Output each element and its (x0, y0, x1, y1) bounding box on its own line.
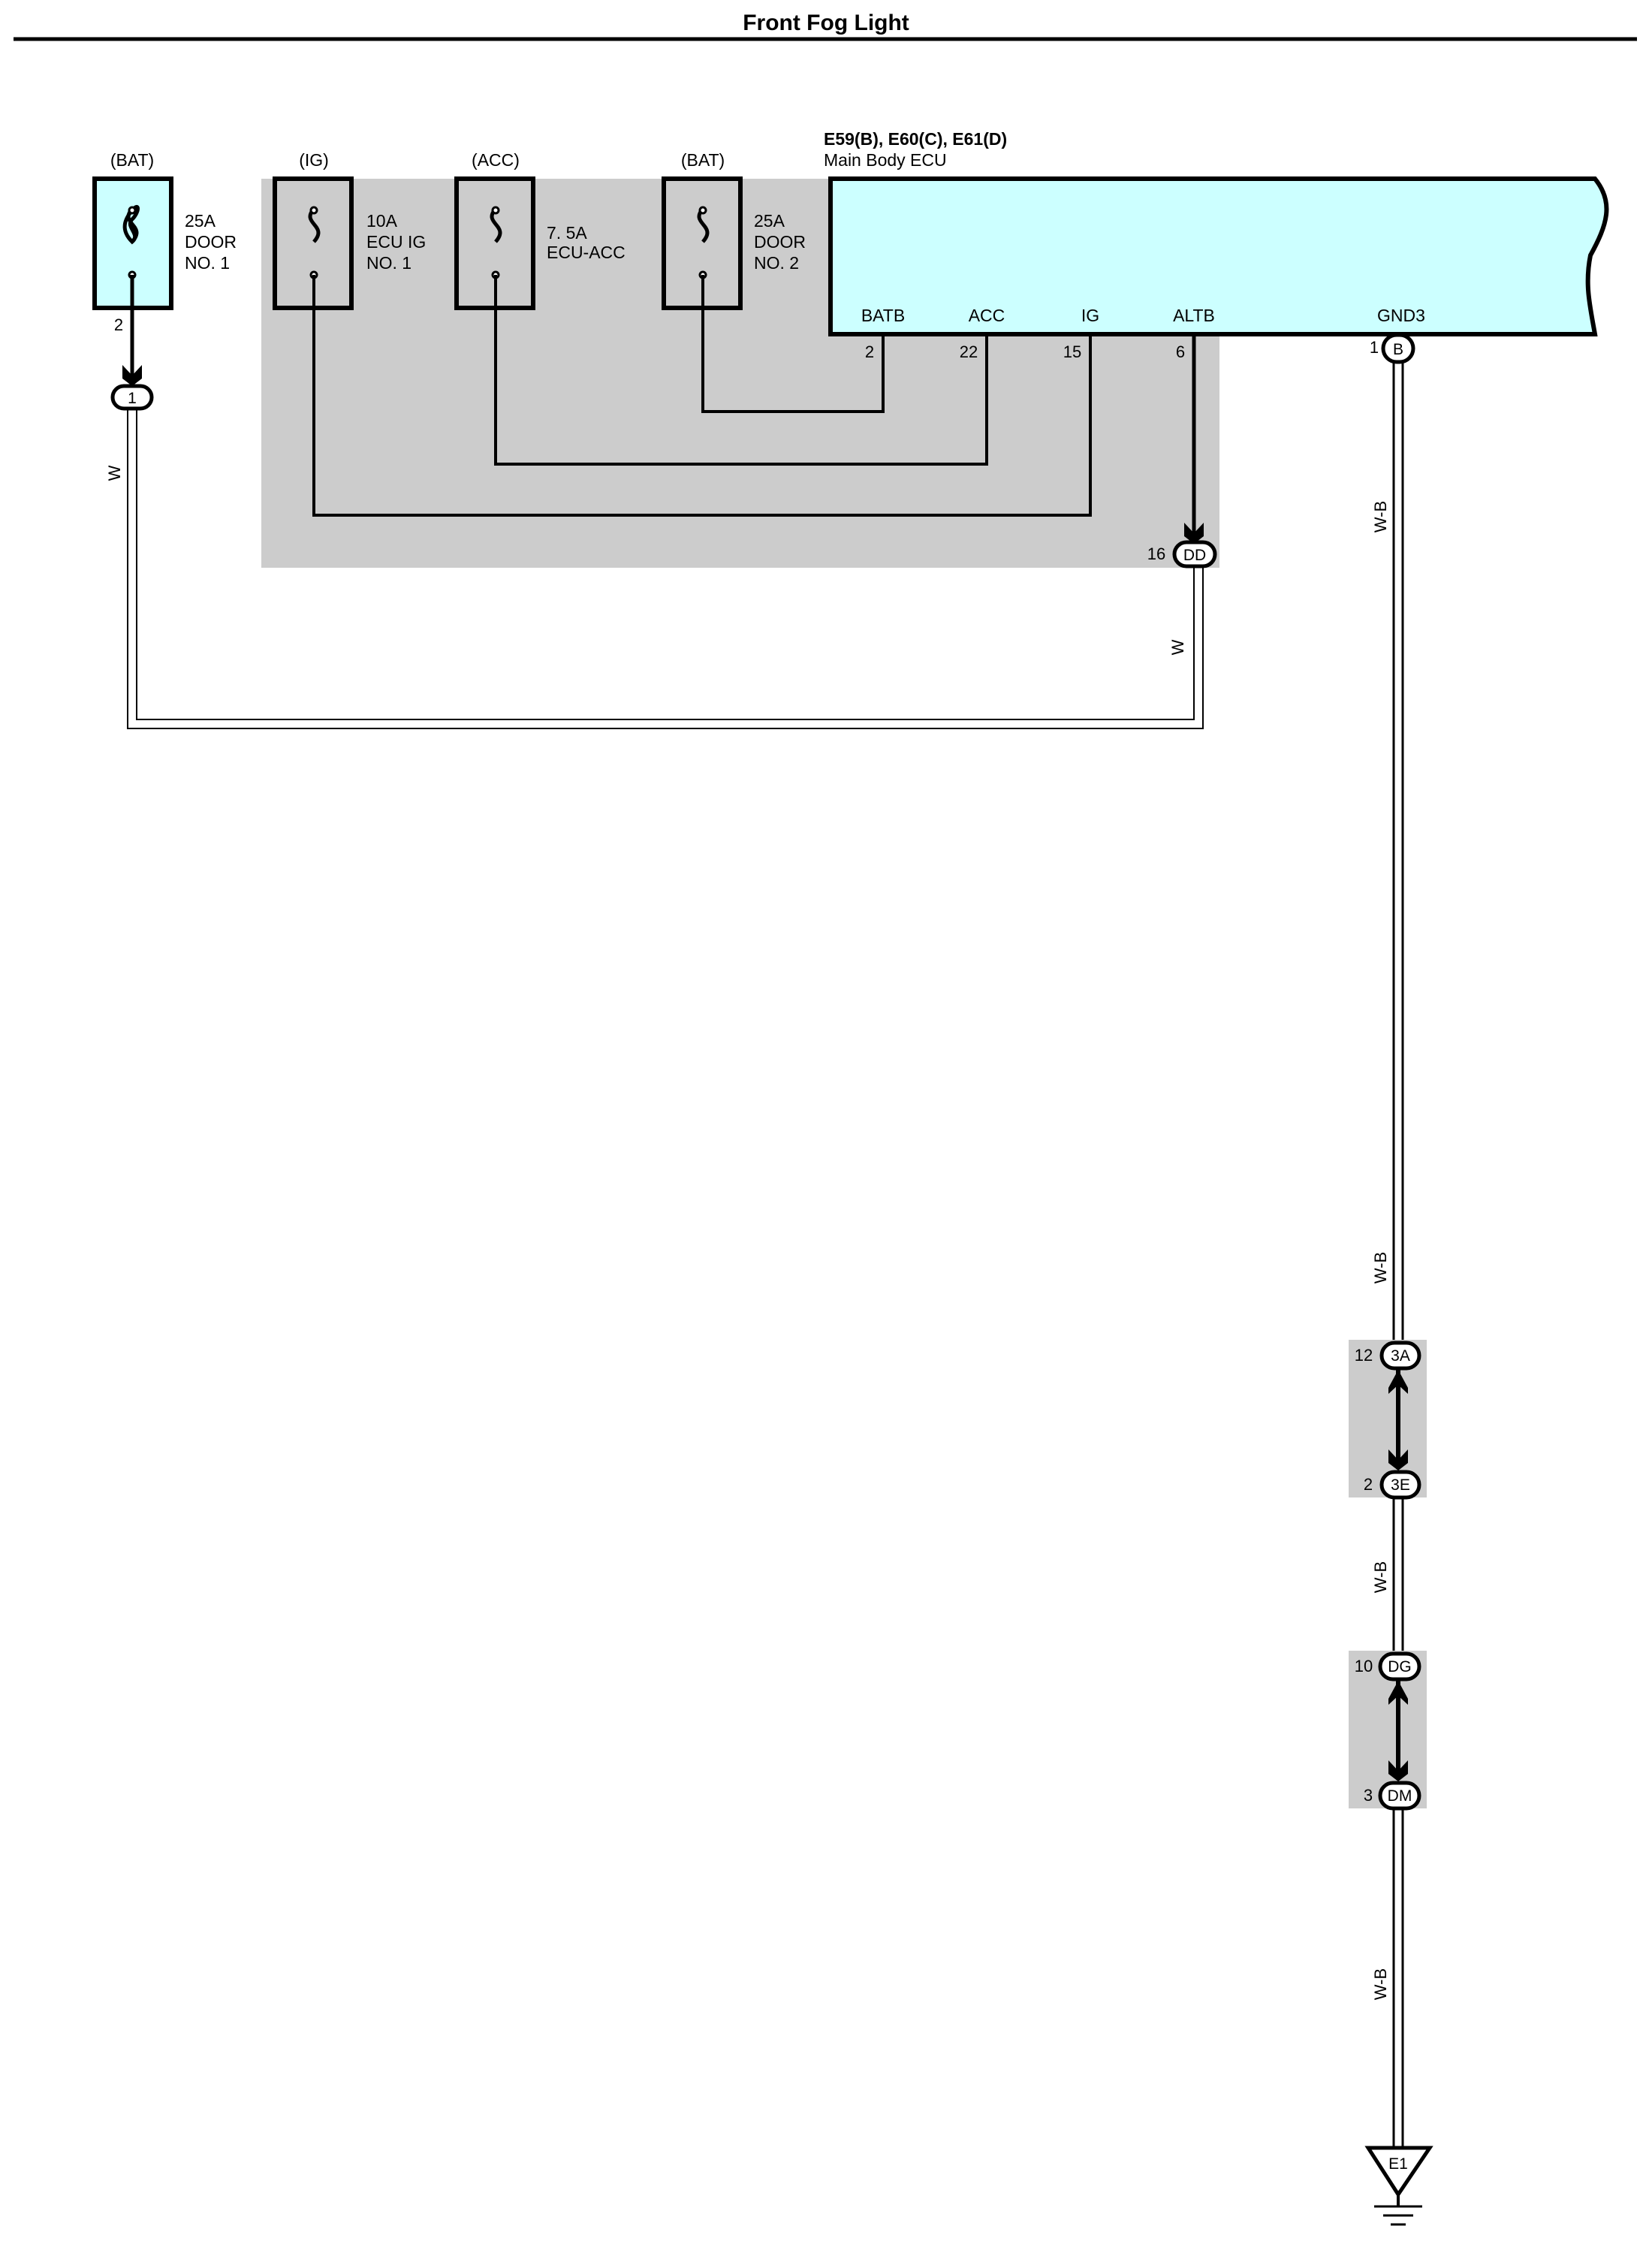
main-body-ecu-box (828, 176, 1609, 336)
arrow-icon (1388, 1449, 1408, 1470)
wire-color-label-left: W (105, 465, 124, 481)
fuse-name-line2: NO. 1 (366, 253, 411, 273)
terminal-pin-altb: 6 (1176, 342, 1185, 361)
fuse-rating: 25A (754, 211, 785, 231)
junction-pin: 2 (1364, 1475, 1373, 1494)
fuse-ecu-acc: (ACC) 7. 5A ECU-ACC (454, 150, 626, 310)
fuse-name-line2: NO. 1 (185, 253, 230, 273)
gnd3-connector-b (1381, 333, 1415, 364)
arrow-icon (1388, 1370, 1408, 1394)
fuse-symbol-icon (122, 204, 140, 245)
fuse-rating: 7. 5A (547, 223, 587, 243)
gnd3-connector-code: B (1393, 341, 1403, 358)
fuse-name-line1: DOOR (754, 232, 806, 252)
terminal-label-acc: ACC (969, 306, 1005, 325)
fuse-supply-label: (ACC) (472, 150, 520, 170)
arrow-icon (1388, 1760, 1408, 1781)
junction-code: 3E (1391, 1476, 1410, 1494)
ground-point-icon (1364, 2146, 1433, 2198)
ecu-name: Main Body ECU (824, 150, 947, 170)
terminal-label-ig: IG (1081, 306, 1099, 325)
terminal-label-batb: BATB (861, 306, 905, 325)
wire-color-label-wb-1: W-B (1371, 501, 1390, 532)
arrow-icon (1184, 523, 1204, 544)
wire-color-label-right: W (1168, 639, 1187, 655)
junction-pin: 12 (1355, 1346, 1373, 1365)
fuse-name-line1: ECU-ACC (547, 243, 626, 262)
fuse-rating: 25A (185, 211, 216, 231)
terminal-pin-ig: 15 (1063, 342, 1081, 361)
junction-pin: 10 (1355, 1657, 1373, 1675)
wire-ecu-ig-to-ig (312, 275, 1092, 517)
wire-ecu-acc-to-acc (494, 275, 988, 466)
wire-w-outer (127, 409, 1204, 729)
fuse-rating: 10A (366, 211, 398, 231)
arrow-icon (122, 365, 142, 386)
fuse-pin: 2 (114, 315, 123, 334)
junction-connector-3e (1379, 1470, 1421, 1500)
fuse-name-line2: NO. 2 (754, 253, 799, 273)
ecu-connector-codes: E59(B), E60(C), E61(D) (824, 129, 1007, 149)
wire-w-inner (136, 409, 1195, 720)
wire-color-label-wb-4: W-B (1371, 1968, 1390, 2000)
fuse-supply-label: (BAT) (110, 150, 154, 170)
fuse-name-line1: ECU IG (366, 232, 426, 252)
terminal-pin-gnd3: 1 (1370, 338, 1379, 357)
wire-door-no2-to-batb (701, 275, 885, 413)
diagram-title: Front Fog Light (743, 11, 909, 35)
junction-pin: 16 (1147, 544, 1165, 563)
junction-code: DG (1388, 1658, 1412, 1675)
terminal-label-altb: ALTB (1173, 306, 1215, 325)
fuse-supply-label: (BAT) (681, 150, 725, 170)
junction-code: DD (1183, 547, 1206, 564)
fuse-door-no1: (BAT) 25A DOOR NO. 1 2 (92, 150, 237, 334)
ground-code: E1 (1388, 2155, 1408, 2173)
fuse-supply-label: (IG) (299, 150, 329, 170)
wire-color-label-wb-3: W-B (1371, 1561, 1390, 1593)
junction-code: 1 (128, 390, 137, 407)
terminal-label-gnd3: GND3 (1377, 306, 1425, 325)
arrow-icon (1388, 1681, 1408, 1705)
terminal-pin-batb: 2 (865, 342, 874, 361)
fuse-name-line1: DOOR (185, 232, 237, 252)
wire-color-label-wb-2: W-B (1371, 1252, 1390, 1283)
junction-code: DM (1388, 1787, 1412, 1805)
junction-connector-dm (1378, 1781, 1421, 1811)
junction-code: 3A (1391, 1347, 1410, 1365)
junction-connector-1 (110, 384, 154, 411)
junction-pin: 3 (1364, 1786, 1373, 1805)
terminal-pin-acc: 22 (960, 342, 978, 361)
